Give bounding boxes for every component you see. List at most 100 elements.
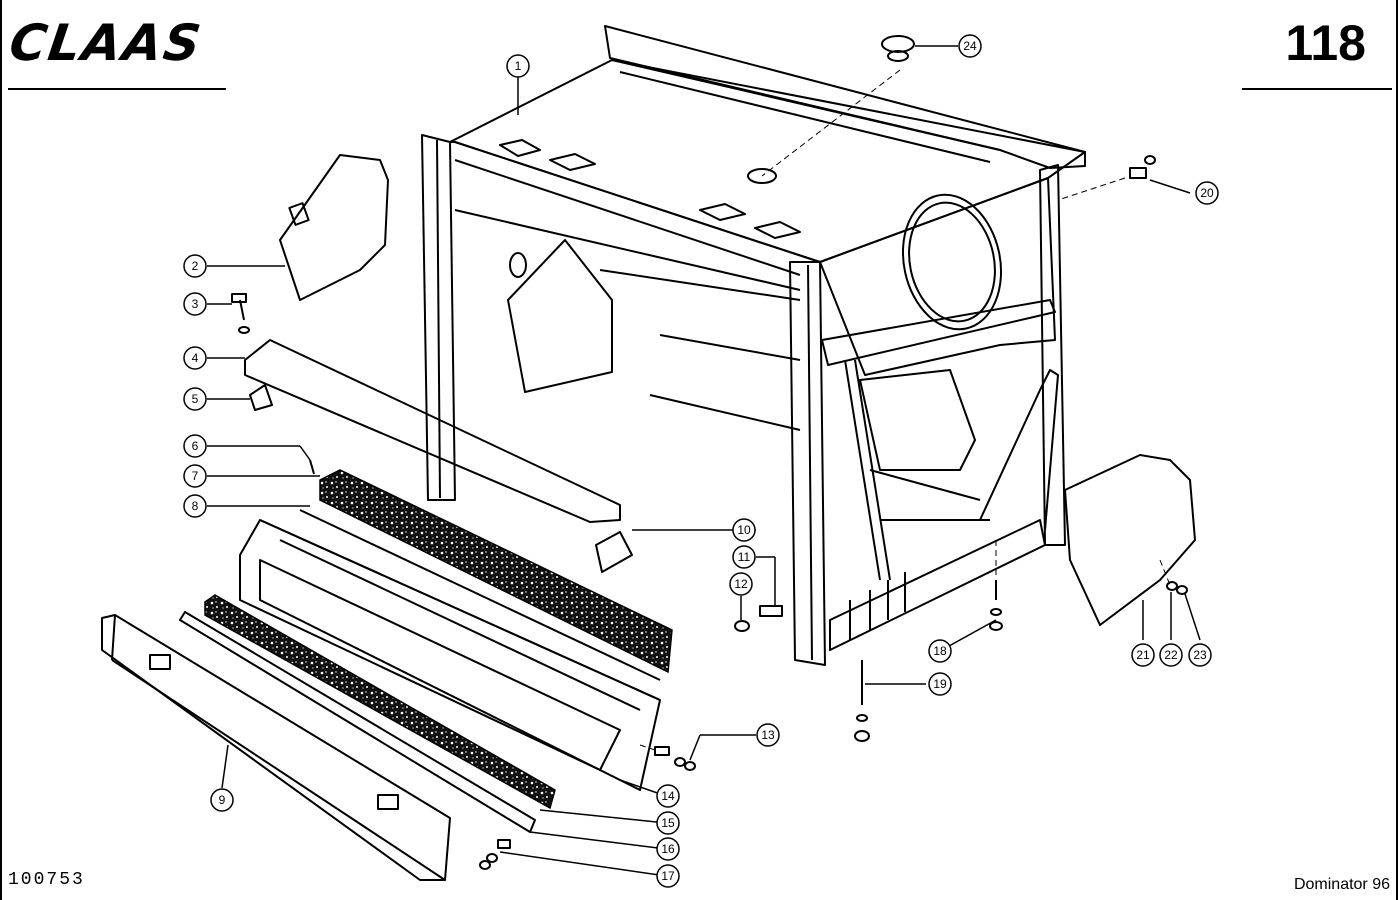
callout-label: 12 [734, 577, 748, 591]
bolt-11 [759, 605, 783, 617]
callout-label: 8 [192, 499, 199, 513]
callout-18: 18 [928, 639, 952, 663]
callout-label: 14 [661, 789, 675, 803]
callout-20: 20 [1195, 181, 1219, 205]
callout-16: 16 [656, 837, 680, 861]
callout-5: 5 [183, 387, 207, 411]
callout-23: 23 [1188, 643, 1212, 667]
washers-22-23 [1166, 581, 1188, 595]
bolt-20 [1129, 155, 1156, 179]
callout-15: 15 [656, 811, 680, 835]
cross-beam-4 [244, 339, 621, 523]
callout-1: 1 [506, 54, 530, 78]
callout-circle [729, 572, 753, 596]
callout-17: 17 [656, 864, 680, 888]
callout-label: 13 [761, 728, 775, 742]
page-border-right [1396, 0, 1398, 900]
page-border-left [0, 0, 2, 900]
bracket-10 [595, 531, 633, 573]
seal-strip-15 [204, 594, 556, 810]
callout-circle [183, 387, 207, 411]
callout-19: 19 [928, 672, 952, 696]
callout-label: 24 [963, 39, 977, 53]
callout-circle [210, 788, 234, 812]
callout-circle [656, 811, 680, 835]
callout-13: 13 [756, 723, 780, 747]
screw-6 [309, 459, 315, 475]
bolt-17 [479, 839, 511, 870]
callout-label: 19 [933, 677, 947, 691]
callout-14: 14 [656, 784, 680, 808]
callout-label: 21 [1136, 648, 1150, 662]
callout-circle [656, 784, 680, 808]
callout-22: 22 [1159, 643, 1183, 667]
callout-label: 7 [192, 469, 199, 483]
header-rule-right [1242, 88, 1392, 90]
callout-circle [756, 723, 780, 747]
callout-label: 4 [192, 351, 199, 365]
callout-label: 18 [933, 644, 947, 658]
callout-12: 12 [729, 572, 753, 596]
callout-11: 11 [732, 545, 756, 569]
callout-7: 7 [183, 464, 207, 488]
callout-label: 2 [192, 259, 199, 273]
page-number: 118 [1285, 15, 1366, 71]
cap-24 [881, 35, 915, 62]
callout-2: 2 [183, 254, 207, 278]
callout-label: 3 [192, 297, 199, 311]
bracket-5 [249, 384, 273, 411]
strip-16 [179, 611, 536, 833]
callout-circle [506, 54, 530, 78]
callout-9: 9 [210, 788, 234, 812]
callout-label: 11 [738, 550, 751, 564]
callout-circle [1131, 643, 1155, 667]
callout-label: 9 [219, 793, 226, 807]
callout-circle [1188, 643, 1212, 667]
callout-circle [732, 545, 756, 569]
callout-circle [183, 254, 207, 278]
callout-label: 10 [737, 523, 751, 537]
callout-label: 5 [192, 392, 199, 406]
header-rule-left [8, 88, 226, 90]
nut-12 [734, 620, 750, 632]
callout-circle [1195, 181, 1219, 205]
callout-circle [928, 672, 952, 696]
callout-circle [958, 34, 982, 58]
callout-circle [1159, 643, 1183, 667]
callout-4: 4 [183, 346, 207, 370]
callout-label: 17 [661, 869, 675, 883]
bolt-13 [654, 746, 696, 771]
dashed-axes [639, 69, 1171, 751]
main-frame [421, 25, 1086, 666]
angle-bar-9 [101, 614, 451, 881]
callout-label: 22 [1164, 648, 1178, 662]
callout-circle [183, 434, 207, 458]
callout-circle [183, 464, 207, 488]
bolt-19 [854, 660, 870, 742]
document-number: 100753 [8, 870, 85, 890]
callout-label: 6 [192, 439, 199, 453]
callout-label: 16 [661, 842, 675, 856]
callout-label: 20 [1200, 186, 1214, 200]
callout-circle [183, 346, 207, 370]
seal-strip-7 [319, 469, 673, 674]
bolt-3 [231, 293, 250, 334]
bolt-18 [989, 580, 1003, 631]
callout-8: 8 [183, 494, 207, 518]
callout-10: 10 [732, 518, 756, 542]
callout-circle [183, 292, 207, 316]
callout-circle [656, 837, 680, 861]
callout-label: 15 [661, 816, 675, 830]
side-cover-left [279, 154, 389, 301]
frame-box-14 [239, 509, 661, 791]
callout-circle [656, 864, 680, 888]
callout-21: 21 [1131, 643, 1155, 667]
model-name: Dominator 96 [1293, 876, 1390, 893]
callout-24: 24 [958, 34, 982, 58]
callout-3: 3 [183, 292, 207, 316]
callout-label: 23 [1193, 648, 1207, 662]
callout-label: 1 [515, 59, 522, 73]
